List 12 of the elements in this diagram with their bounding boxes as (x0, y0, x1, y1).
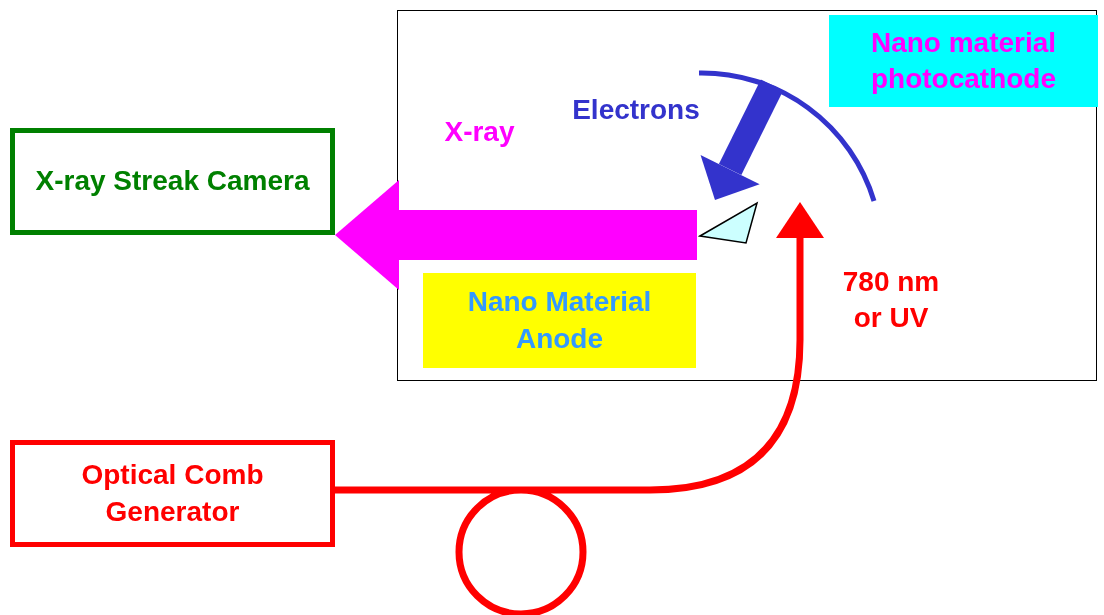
box-text: Nano material photocathode (869, 25, 1058, 96)
device-box (10, 128, 335, 235)
arrow (335, 180, 697, 290)
box-text: Optical Comb Generator (80, 458, 265, 529)
anode-tip-triangle (698, 201, 760, 245)
arrow (700, 79, 784, 200)
box-text: X-ray Streak Camera (35, 164, 310, 199)
material-label-box (423, 273, 696, 368)
device-box (10, 440, 335, 547)
material-label-box (829, 15, 1098, 107)
box-text: Nano Material Anode (466, 285, 653, 356)
arrow (335, 202, 824, 615)
